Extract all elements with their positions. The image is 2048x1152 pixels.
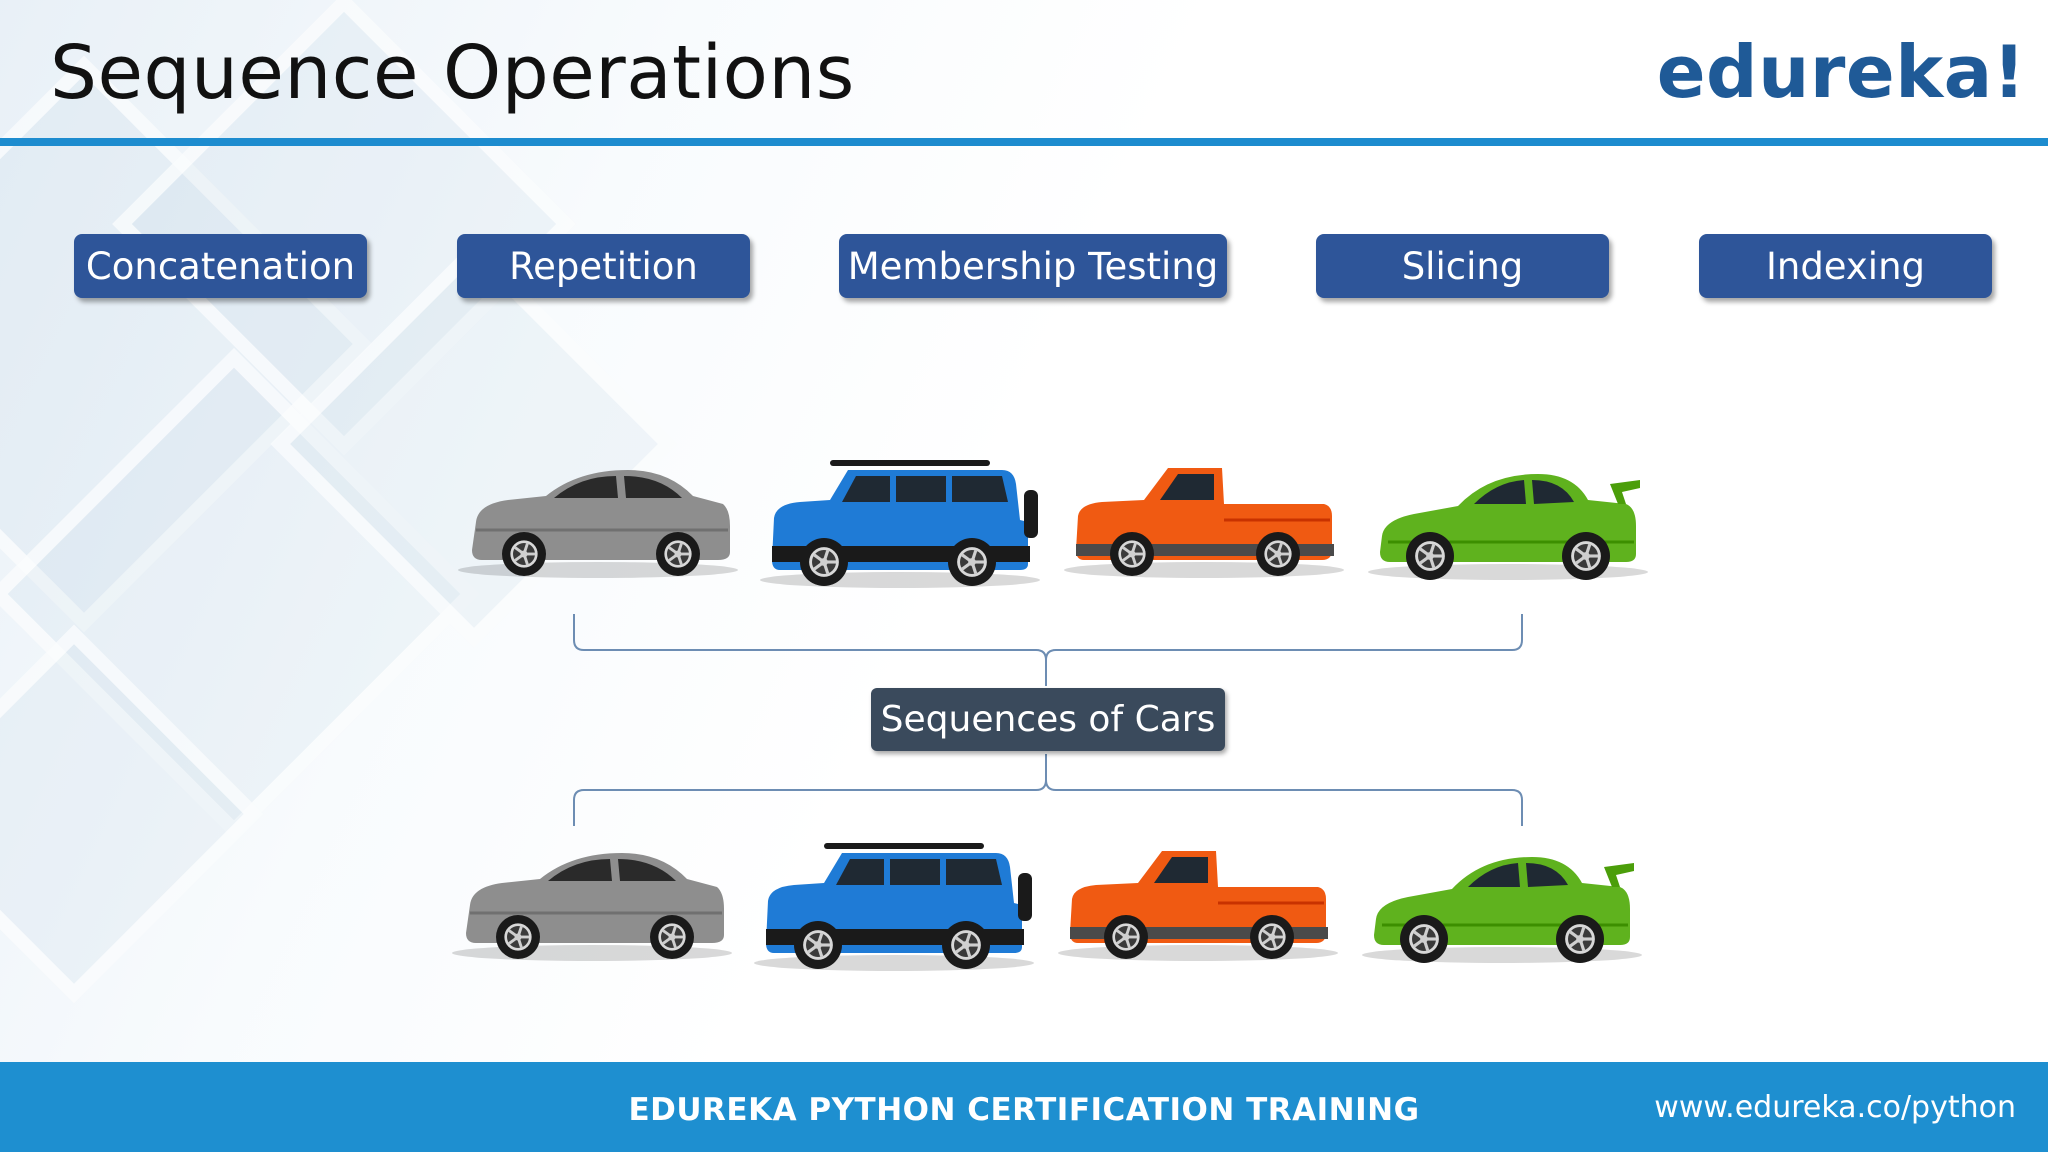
car-suv-row1 [760, 460, 1040, 588]
footer-bar [0, 1062, 2048, 1152]
footer-title: EDUREKA PYTHON CERTIFICATION TRAINING [628, 1092, 1420, 1128]
car-suv-row2 [754, 843, 1034, 971]
repetition-button[interactable]: Repetition [457, 234, 750, 298]
membership-testing-button[interactable]: Membership Testing [839, 234, 1227, 298]
car-sports-row2 [1362, 857, 1642, 963]
car-pickup-row2 [1058, 851, 1338, 961]
car-sequences [452, 460, 1648, 971]
indexing-button[interactable]: Indexing [1699, 234, 1992, 298]
car-pickup-row1 [1064, 468, 1344, 578]
edureka-logo: edureka! [1656, 30, 2026, 114]
car-sedan-row1 [458, 470, 738, 578]
slide-title: Sequence Operations [50, 30, 855, 116]
sequences-of-cars-label: Sequences of Cars [871, 688, 1225, 751]
car-sports-row1 [1368, 474, 1648, 580]
connector-brackets [573, 614, 1523, 826]
footer-url[interactable]: www.edureka.co/python [1654, 1090, 2016, 1125]
title-divider [0, 138, 2048, 146]
concatenation-button[interactable]: Concatenation [74, 234, 367, 298]
car-sedan-row2 [452, 853, 732, 961]
slicing-button[interactable]: Slicing [1316, 234, 1609, 298]
